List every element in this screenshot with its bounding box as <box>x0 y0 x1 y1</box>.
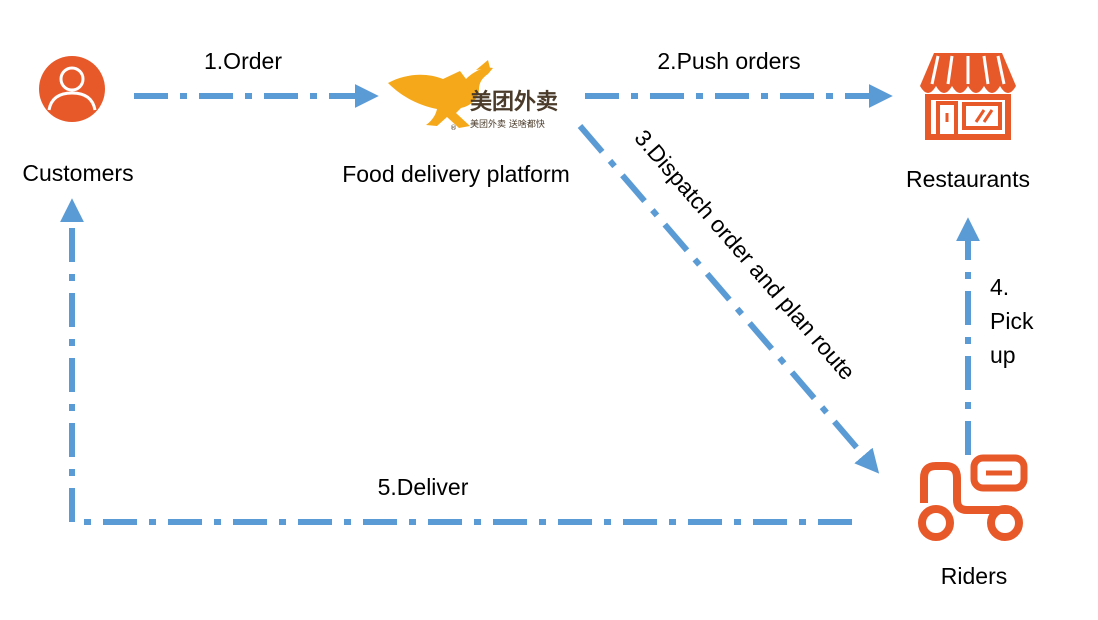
dispatch-label: 3.Dispatch order and plan route <box>630 125 861 385</box>
pickup-label-line-1: 4. <box>990 274 1009 300</box>
kangaroo-logo: 美团外卖 美团外卖 送啥都快 ® <box>388 60 558 132</box>
pickup-label-line-2: Pick <box>990 308 1034 334</box>
scooter-icon <box>918 454 1028 541</box>
riders-label: Riders <box>941 563 1007 589</box>
platform-label: Food delivery platform <box>342 161 570 187</box>
deliver-label: 5.Deliver <box>378 474 469 500</box>
push-orders-label: 2.Push orders <box>657 48 800 74</box>
logo-subtitle: 美团外卖 送啥都快 <box>470 118 545 130</box>
person-icon <box>39 56 105 122</box>
storefront-icon <box>920 53 1016 140</box>
order-label: 1.Order <box>204 48 282 74</box>
logo-registered-mark: ® <box>450 124 457 132</box>
pickup-label-line-3: up <box>990 342 1016 368</box>
dispatch-arrow <box>577 124 880 474</box>
restaurants-label: Restaurants <box>906 166 1030 192</box>
logo-title: 美团外卖 <box>470 89 558 115</box>
customers-label: Customers <box>22 160 133 186</box>
